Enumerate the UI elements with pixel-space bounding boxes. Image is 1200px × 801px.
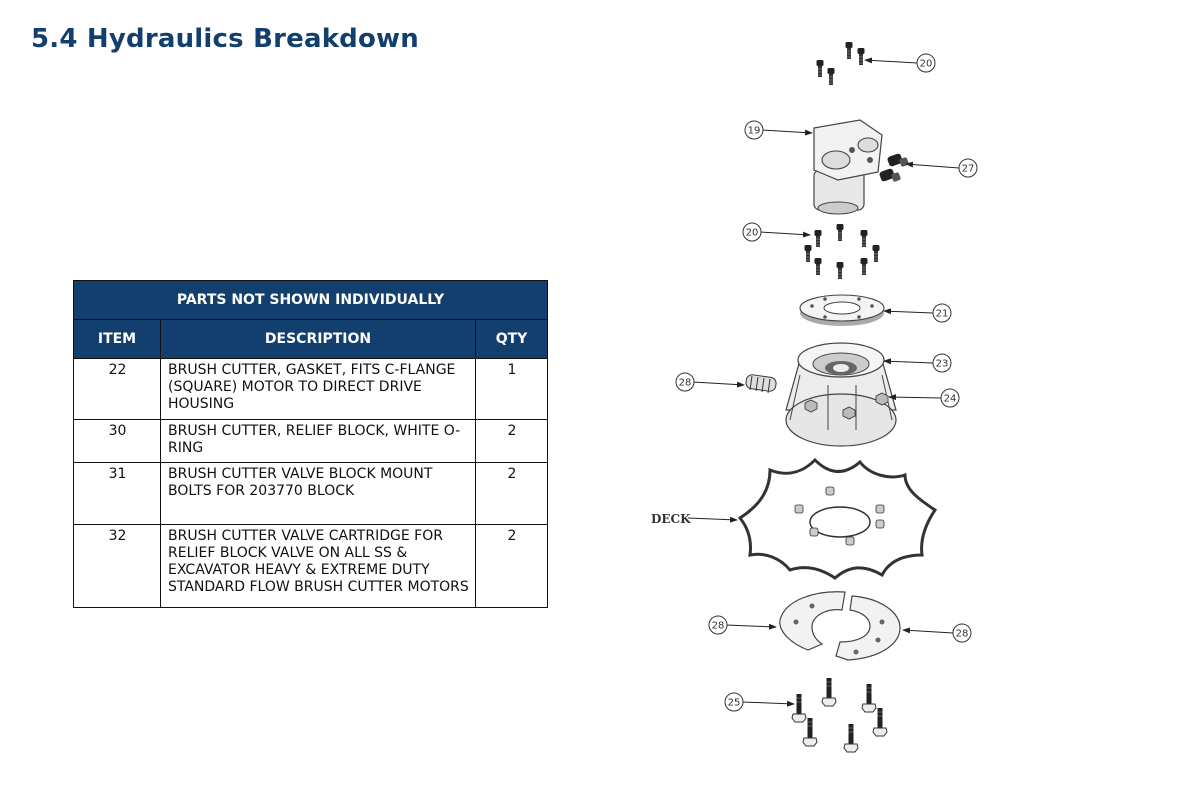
item-cell: 30 xyxy=(73,419,161,463)
qty-cell: 2 xyxy=(475,419,548,463)
qty-cell: 1 xyxy=(475,358,548,420)
table-row: 22 BRUSH CUTTER, GASKET, FITS C-FLANGE (… xyxy=(73,358,548,420)
socket-bolts-middle xyxy=(804,223,880,280)
description-cell: BRUSH CUTTER, RELIEF BLOCK, WHITE O-RING xyxy=(160,419,476,463)
header-description: DESCRIPTION xyxy=(160,319,476,359)
svg-text:21: 21 xyxy=(936,309,949,320)
hose-fittings xyxy=(879,153,909,182)
exploded-parts-diagram: 20 19 27 20 xyxy=(651,41,978,753)
callout-21: 21 xyxy=(932,303,952,323)
description-cell: BRUSH CUTTER, GASKET, FITS C-FLANGE (SQU… xyxy=(160,358,476,420)
svg-text:23: 23 xyxy=(936,359,949,370)
callout-20-top-label: 20 xyxy=(920,59,933,70)
page-title: 5.4 Hydraulics Breakdown xyxy=(31,24,419,54)
split-ring xyxy=(779,591,901,661)
hex-bolts-bottom xyxy=(791,677,888,753)
description-cell: BRUSH CUTTER VALVE BLOCK MOUNT BOLTS FOR… xyxy=(160,462,476,525)
callout-28-right: 28 xyxy=(952,623,972,643)
table-row: 30 BRUSH CUTTER, RELIEF BLOCK, WHITE O-R… xyxy=(73,419,548,463)
callout-20-top: 20 xyxy=(916,53,936,73)
item-cell: 32 xyxy=(73,524,161,608)
callout-28-left: 28 xyxy=(708,615,728,635)
svg-text:28: 28 xyxy=(956,629,969,640)
table-caption-row: PARTS NOT SHOWN INDIVIDUALLY xyxy=(73,280,548,320)
svg-text:24: 24 xyxy=(944,394,957,405)
hydraulic-motor xyxy=(813,119,883,215)
adapter-plate xyxy=(799,294,885,326)
callout-27: 27 xyxy=(958,158,978,178)
callout-28-spring: 28 xyxy=(675,372,695,392)
header-qty: QTY xyxy=(475,319,548,359)
item-cell: 22 xyxy=(73,358,161,420)
svg-text:27: 27 xyxy=(962,164,975,175)
svg-text:25: 25 xyxy=(728,698,741,709)
parts-table: PARTS NOT SHOWN INDIVIDUALLY ITEM DESCRI… xyxy=(73,280,548,608)
socket-bolts-top xyxy=(816,41,865,86)
qty-cell: 2 xyxy=(475,462,548,525)
svg-text:28: 28 xyxy=(679,378,692,389)
svg-text:19: 19 xyxy=(748,126,761,137)
deck-section xyxy=(737,457,938,580)
callout-19: 19 xyxy=(744,120,764,140)
item-cell: 31 xyxy=(73,462,161,525)
deck-label: DECK xyxy=(651,512,691,526)
callout-25: 25 xyxy=(724,692,744,712)
callout-20-middle: 20 xyxy=(742,222,762,242)
table-caption: PARTS NOT SHOWN INDIVIDUALLY xyxy=(73,280,548,320)
svg-text:28: 28 xyxy=(712,621,725,632)
svg-text:20: 20 xyxy=(746,228,759,239)
header-item: ITEM xyxy=(73,319,161,359)
callout-24: 24 xyxy=(940,388,960,408)
direct-drive-housing xyxy=(785,342,897,447)
callout-23: 23 xyxy=(932,353,952,373)
description-cell: BRUSH CUTTER VALVE CARTRIDGE FOR RELIEF … xyxy=(160,524,476,608)
qty-cell: 2 xyxy=(475,524,548,608)
table-row: 31 BRUSH CUTTER VALVE BLOCK MOUNT BOLTS … xyxy=(73,462,548,525)
spring xyxy=(745,374,777,394)
table-row: 32 BRUSH CUTTER VALVE CARTRIDGE FOR RELI… xyxy=(73,524,548,608)
table-header-row: ITEM DESCRIPTION QTY xyxy=(73,319,548,359)
